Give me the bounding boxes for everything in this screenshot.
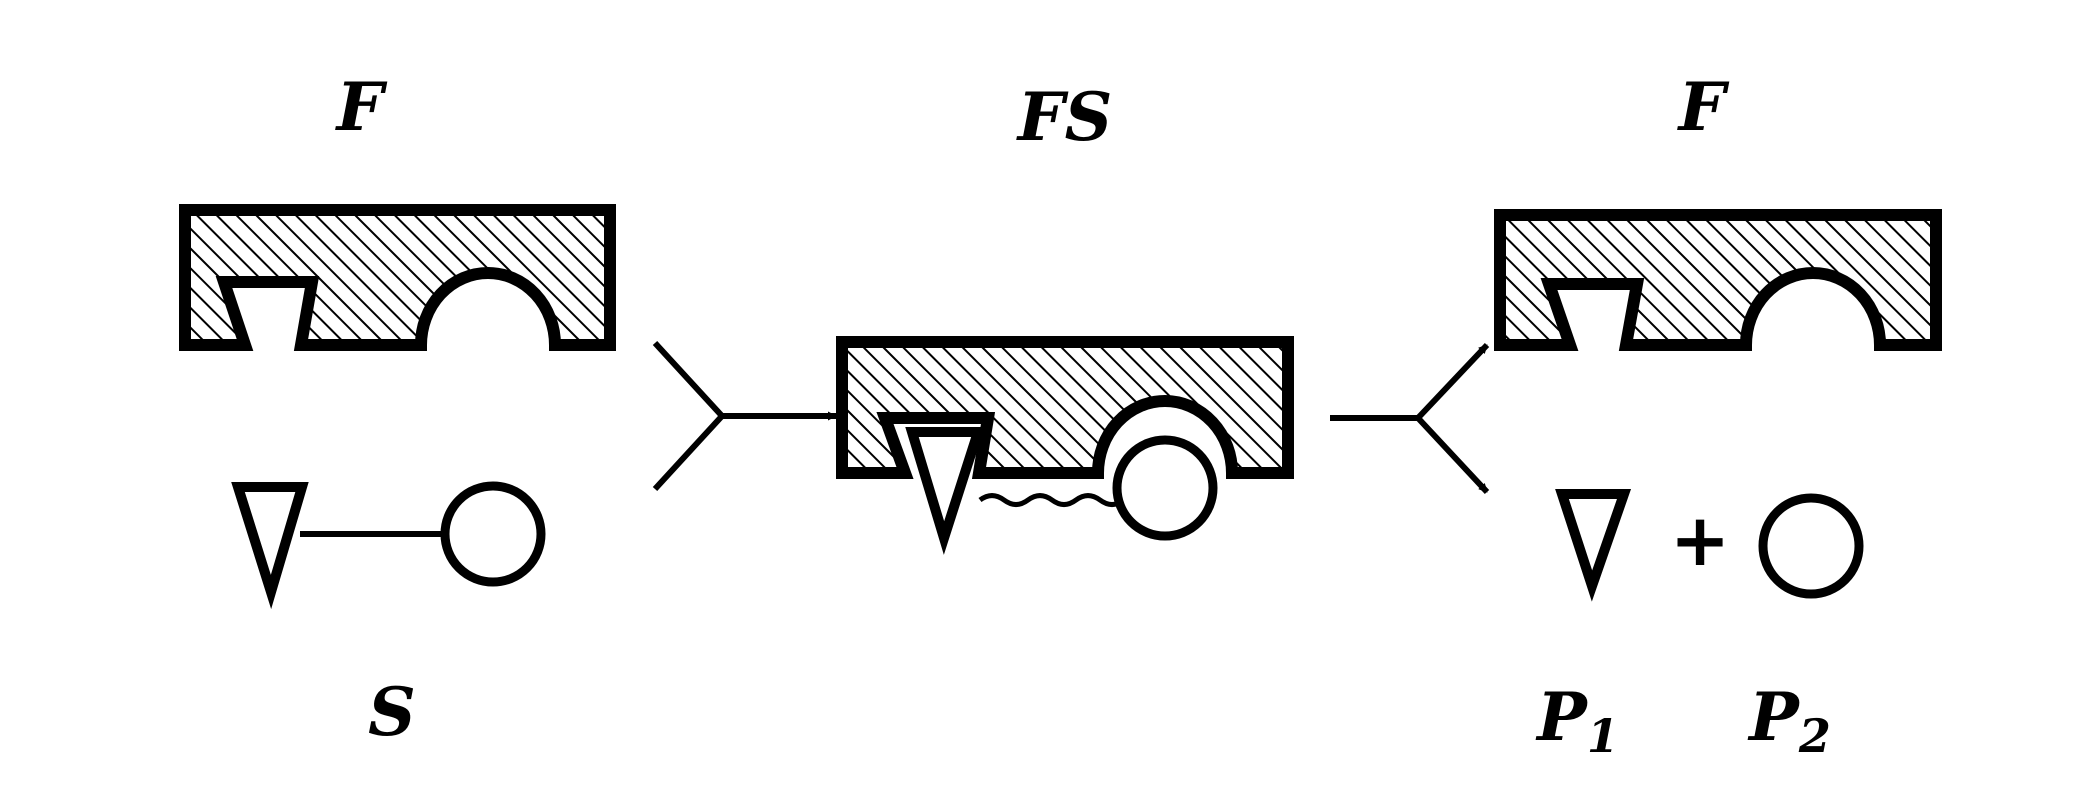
substrate-circle [440,481,546,587]
complex-label: FS [1016,78,1113,156]
substrate-triangle [231,482,309,610]
substrate-label: S [368,673,416,751]
enzyme-right-block [1494,209,1942,351]
product1-subscript: 1 [1587,709,1619,763]
merge-arrow-branches [652,340,727,492]
product2-letter: P [1747,678,1801,756]
product2-label: P2 [1747,678,1831,763]
product1-label: P1 [1535,678,1619,763]
product1-letter: P [1535,678,1589,756]
split-arrow-up [1415,342,1490,421]
product2-subscript: 2 [1798,709,1831,763]
enzyme-left-label: F [335,68,388,146]
complex-substrate-triangle [905,427,985,555]
complex-enzyme-block [836,336,1294,479]
product1-triangle [1555,489,1632,602]
enzyme-left-block [179,204,616,351]
complex-substrate-circle [1112,435,1218,541]
enzyme-right-label: F [1677,68,1730,146]
split-arrow-down [1415,415,1490,495]
product2-circle [1758,493,1864,599]
plus-sign: + [1670,498,1730,582]
